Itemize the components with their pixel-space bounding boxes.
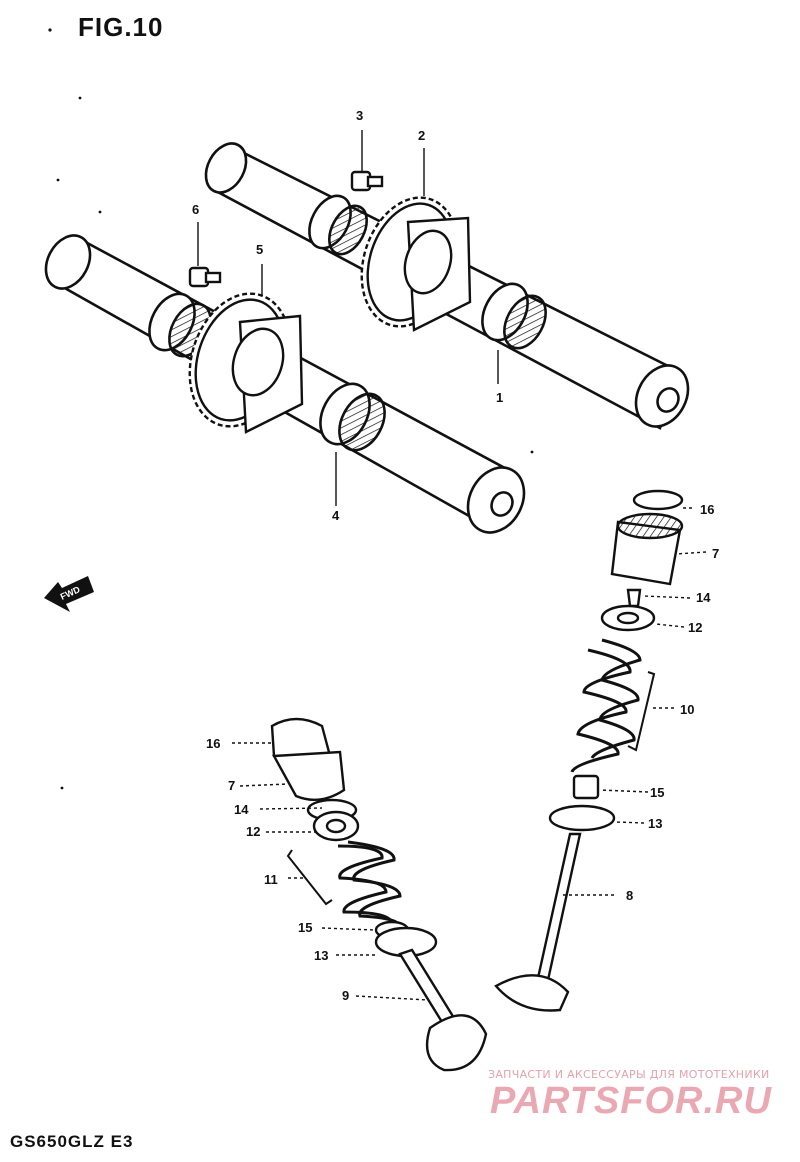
callout-13-left: 13 <box>314 948 328 963</box>
valve-head-right <box>494 974 570 1012</box>
callout-9: 9 <box>342 988 349 1003</box>
callout-10: 10 <box>680 702 694 717</box>
valve-assembly-left <box>270 717 488 1072</box>
watermark-tagline: ЗАПЧАСТИ И АКСЕССУАРЫ ДЛЯ МОТОТЕХНИКИ <box>488 1068 770 1081</box>
callout-13-right: 13 <box>648 816 662 831</box>
tappet-left <box>272 750 346 802</box>
valve-seal-right <box>572 774 600 800</box>
figure-title: FIG.10 <box>78 12 164 42</box>
valve-stem-left <box>398 948 456 1024</box>
callout-15-left: 15 <box>298 920 312 935</box>
model-code: GS650GLZ E3 <box>10 1132 134 1151</box>
callout-3: 3 <box>356 108 363 123</box>
valve-assembly-right <box>494 489 684 1012</box>
callout-5: 5 <box>256 242 263 257</box>
forward-direction-arrow: FWD <box>44 576 94 612</box>
callout-4: 4 <box>332 508 340 523</box>
spring-seat-right <box>548 804 616 832</box>
callout-14-left: 14 <box>234 802 249 817</box>
callout-12-left: 12 <box>246 824 260 839</box>
callout-16-left: 16 <box>206 736 220 751</box>
valve-head-left <box>425 1014 488 1072</box>
callout-16-right: 16 <box>700 502 714 517</box>
callout-2: 2 <box>418 128 425 143</box>
callout-6: 6 <box>192 202 199 217</box>
callout-1: 1 <box>496 390 503 405</box>
shim-right <box>632 489 684 511</box>
watermark-logo: PARTSFOR.RU <box>490 1080 772 1122</box>
leader-lines <box>197 130 707 1001</box>
callout-labels: 1 2 3 4 5 6 16 7 14 12 10 15 13 8 16 7 1… <box>192 108 719 1003</box>
valve-stem-right <box>536 832 582 982</box>
sprocket-bolt-exhaust <box>350 170 384 192</box>
sprocket-bolt-intake <box>188 266 222 288</box>
callout-11: 11 <box>264 872 278 887</box>
callout-7-right: 7 <box>712 546 719 561</box>
scan-specks <box>48 28 534 790</box>
cam-sprocket-intake <box>188 292 304 434</box>
cotter-right <box>626 588 642 608</box>
callout-12-right: 12 <box>688 620 702 635</box>
callout-8: 8 <box>626 888 633 903</box>
cam-sprocket-exhaust <box>360 196 472 332</box>
callout-7-left: 7 <box>228 778 235 793</box>
callout-14-right: 14 <box>696 590 711 605</box>
callout-15-right: 15 <box>650 785 664 800</box>
